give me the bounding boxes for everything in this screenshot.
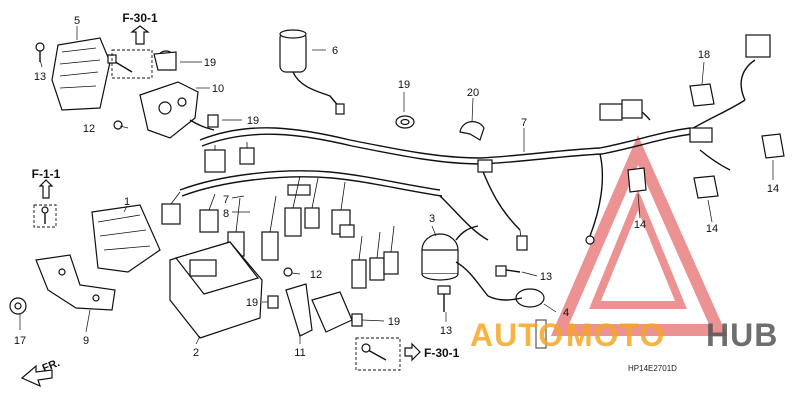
bolt-13-right [505, 269, 521, 273]
callout-14-b: 14 [706, 223, 718, 235]
bolt-13-head [35, 42, 45, 52]
ecu-port [189, 259, 217, 277]
reference-arrow-left [38, 179, 54, 199]
bolt-12-head [283, 267, 293, 277]
watermark-logo [550, 135, 728, 336]
connector-q [689, 127, 713, 143]
callout-14-c: 14 [634, 219, 646, 231]
watermark-text: AUTO MOTO HUB [470, 317, 778, 353]
callout-19-c: 19 [388, 316, 400, 328]
harness-connectors [161, 34, 771, 289]
connector-h [304, 207, 320, 229]
part-7-main-harness [179, 59, 756, 241]
watermark-moto: MOTO [566, 317, 665, 353]
connector-o [599, 103, 623, 121]
fasteners [113, 114, 521, 371]
front-label: FR. [41, 357, 62, 375]
callout-9: 9 [83, 335, 89, 347]
callout-4: 4 [563, 307, 569, 319]
callout-1: 1 [124, 196, 130, 208]
callout-7-b: 7 [223, 194, 229, 206]
callout-19-b-visible: 19 [246, 297, 258, 309]
callout-14-a: 14 [767, 183, 779, 195]
connector-c [161, 203, 181, 225]
callout-6: 6 [332, 45, 338, 57]
connector-m [339, 224, 355, 238]
connector-d [199, 209, 219, 233]
connector-l [383, 251, 399, 275]
callout-7-a: 7 [521, 117, 527, 129]
reference-label-left: F-1-1 [32, 167, 61, 181]
callout-2: 2 [193, 347, 199, 359]
connector-s [477, 159, 493, 173]
connector-g [284, 207, 302, 237]
reference-label-bottom: F-30-1 [424, 346, 460, 360]
part-14-clamp-a [761, 133, 785, 159]
leader-lines [19, 26, 774, 345]
callout-12-a: 12 [83, 123, 95, 135]
part-20-clamp [459, 121, 485, 141]
callout-8: 8 [223, 208, 229, 220]
watermark-hub: HUB [706, 317, 778, 353]
part-16-clamp [689, 83, 715, 107]
diagram-code: HP14E2701D [628, 364, 677, 373]
connector-k [369, 257, 385, 281]
clip-19-top [207, 114, 219, 128]
callout-numbers: 5 13 19 10 12 19 6 19 20 7 18 14 14 14 1… [14, 15, 779, 359]
bolt-12-left [113, 120, 123, 130]
callout-19-a: 19 [247, 115, 259, 127]
reference-arrow-bottom [404, 342, 421, 362]
part-15-grommet [9, 297, 27, 315]
part-3-starter-relay [421, 225, 489, 297]
watermark-triangle-inner [589, 189, 687, 309]
bolt-top-f30 [107, 49, 153, 79]
part-17-grommet [395, 115, 415, 129]
part-6-coil [279, 29, 345, 115]
part-18-sensor [153, 50, 177, 71]
callout-13-a: 13 [34, 71, 46, 83]
callout-18: 19 [204, 57, 216, 69]
clip-19-lower [267, 295, 279, 309]
reference-arrow-top [130, 25, 150, 45]
connector-n [287, 184, 311, 196]
callout-5: 5 [74, 15, 80, 27]
connector-b [239, 147, 255, 165]
callout-20: 20 [467, 87, 479, 99]
connector-a [204, 149, 226, 173]
front-direction-arrow [20, 364, 53, 388]
bolt-bottom-f30-box [355, 337, 401, 371]
part-5-bracket [35, 37, 111, 111]
callout-3: 3 [429, 213, 435, 225]
harness-branches [170, 142, 595, 261]
callout-15: 17 [14, 335, 26, 347]
part-14-clamp-c [627, 167, 647, 193]
connector-f [261, 231, 279, 261]
callout-17: 19 [398, 79, 410, 91]
bolt-left-f11 [33, 204, 57, 228]
clip-19-right [351, 313, 363, 327]
part-4-terminal-cap [487, 288, 547, 349]
callout-13-b: 13 [540, 271, 552, 283]
watermark-triangle-outer [550, 135, 728, 336]
connector-p [621, 99, 643, 119]
callout-10: 10 [212, 83, 224, 95]
part-14-clamp-b [693, 175, 719, 199]
part-10-switch [139, 81, 215, 139]
connector-j [351, 259, 367, 289]
connector-r [745, 34, 771, 58]
reference-label-top: F-30-1 [122, 11, 158, 25]
part-9-bracket [35, 254, 116, 311]
watermark-auto: AUTO [470, 317, 564, 353]
callout-16: 18 [698, 49, 710, 61]
callout-11: 11 [294, 347, 305, 359]
callout-13-c: 13 [440, 325, 452, 337]
part-2-control-unit [169, 241, 263, 339]
callout-12-b: 12 [310, 269, 322, 281]
part-1-bracket [91, 204, 161, 273]
